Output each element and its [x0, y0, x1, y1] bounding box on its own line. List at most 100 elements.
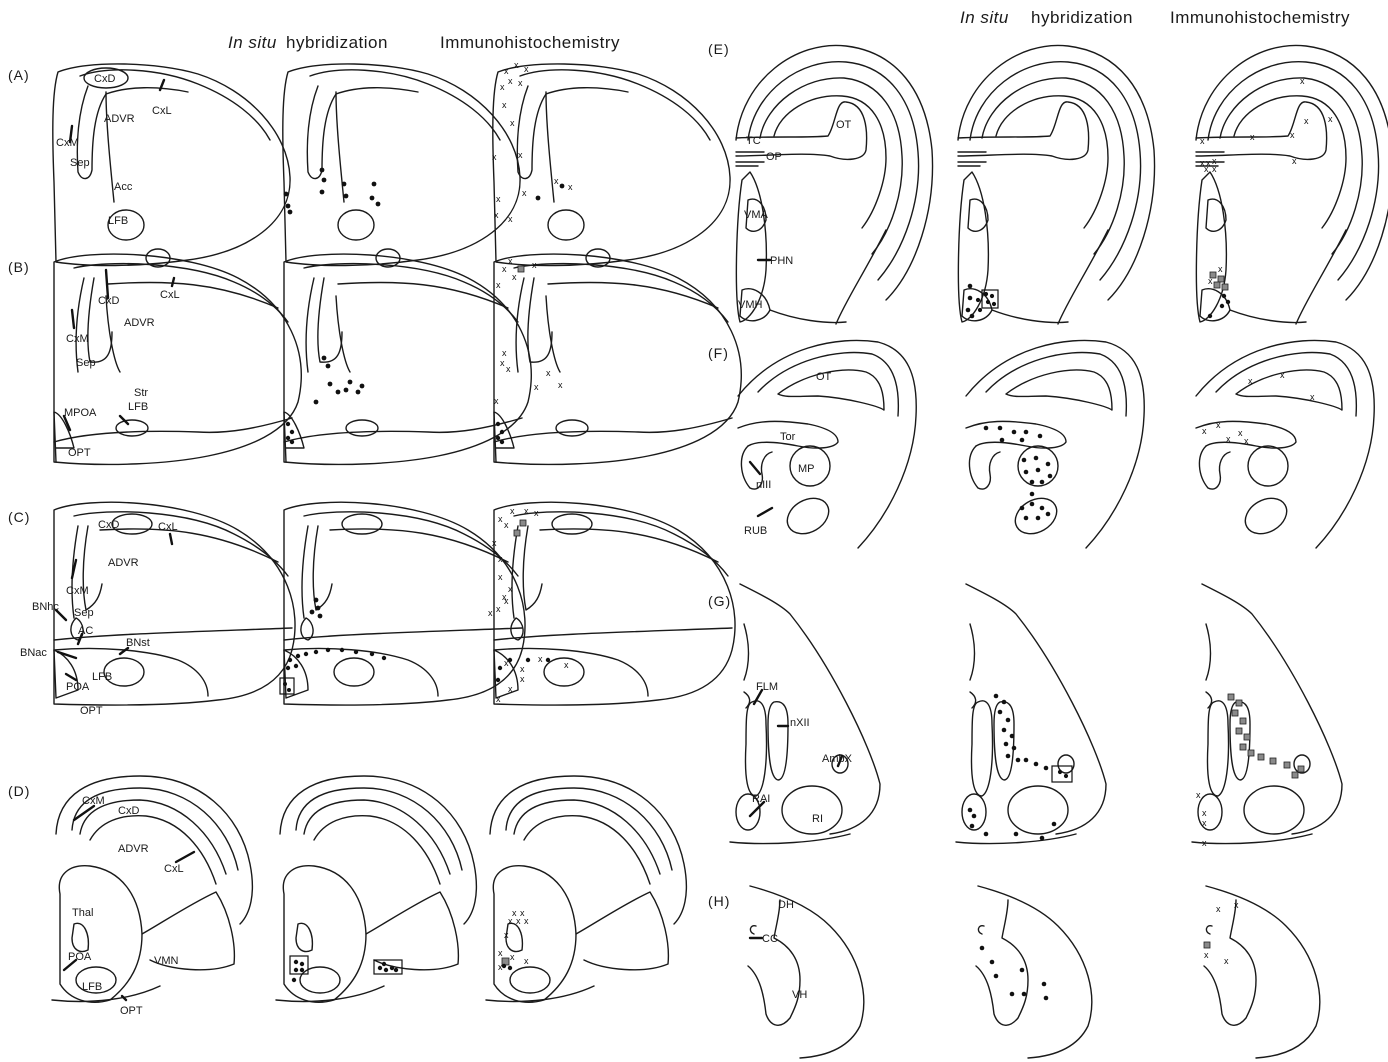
- square-marker: [1228, 694, 1234, 700]
- square-marker: [1222, 284, 1228, 290]
- dot-marker: [966, 308, 971, 313]
- region-label: CC: [762, 933, 778, 945]
- dot-marker: [496, 422, 500, 426]
- dot-marker: [976, 298, 980, 302]
- region-label: PHN: [770, 255, 793, 267]
- cross-marker: x: [538, 654, 543, 664]
- dot-marker: [560, 184, 565, 189]
- cross-marker: x: [506, 364, 511, 374]
- dot-marker: [1006, 718, 1011, 723]
- cross-marker: x: [502, 100, 507, 110]
- dot-marker: [990, 960, 995, 965]
- panel-C: (C) CxD CxL ADVR CxM BNhc Sep AC BNst BN…: [8, 502, 735, 717]
- dot-marker: [382, 656, 386, 660]
- dot-marker: [496, 678, 500, 682]
- dot-marker: [1048, 474, 1053, 479]
- dot-marker: [1010, 992, 1015, 997]
- square-marker: [520, 520, 526, 526]
- dot-marker: [390, 966, 394, 970]
- dot-marker: [326, 648, 330, 652]
- panel-label-D: (D): [8, 783, 30, 799]
- pointer-line: [172, 278, 174, 286]
- dot-marker: [288, 658, 292, 662]
- cross-marker: x: [568, 182, 573, 192]
- cross-marker: x: [510, 952, 515, 962]
- header-in-situ-right: In situ: [960, 8, 1009, 27]
- region-label: MP: [798, 463, 815, 475]
- square-marker: [1284, 762, 1290, 768]
- region-label: CxD: [94, 73, 115, 85]
- region-label: BNhc: [32, 601, 59, 613]
- dot-marker: [320, 190, 325, 195]
- dot-marker: [342, 182, 347, 187]
- dot-marker: [370, 652, 374, 656]
- cross-marker: x: [1204, 950, 1209, 960]
- dot-marker: [348, 380, 353, 385]
- dot-marker: [394, 968, 398, 972]
- cross-marker: x: [514, 60, 519, 70]
- region-label: ADVR: [124, 317, 155, 329]
- section-F-reference: OT Tor MP nIII RUB: [738, 340, 916, 548]
- dot-marker: [290, 430, 294, 434]
- cross-marker: x: [512, 272, 517, 282]
- region-label: VMN: [154, 955, 179, 967]
- dot-marker: [1020, 438, 1025, 443]
- dot-marker: [1040, 506, 1045, 511]
- region-label: OPT: [120, 1005, 143, 1017]
- dot-marker: [354, 650, 358, 654]
- header-in-situ-left: In situ: [228, 33, 277, 52]
- dot-marker: [328, 382, 333, 387]
- panel-label-E: (E): [708, 41, 730, 57]
- dot-marker: [500, 430, 504, 434]
- dot-marker: [1046, 512, 1051, 517]
- header-hybridization-left: hybridization: [286, 33, 388, 52]
- dot-marker: [286, 204, 291, 209]
- dot-marker: [968, 284, 973, 289]
- dot-marker: [1002, 728, 1007, 733]
- cross-marker: x: [524, 916, 529, 926]
- section-H-in-situ: [976, 886, 1092, 1058]
- region-label: CxM: [56, 137, 79, 149]
- dot-marker: [968, 808, 973, 813]
- section-F-in-situ: [966, 340, 1144, 548]
- cross-marker: x: [500, 82, 505, 92]
- dot-marker: [314, 598, 319, 603]
- cross-marker: x: [1300, 76, 1305, 86]
- region-label: POA: [66, 681, 90, 693]
- cross-marker: x: [1280, 370, 1285, 380]
- dot-marker: [526, 658, 530, 662]
- dot-marker: [498, 666, 502, 670]
- region-label: TC: [746, 135, 761, 147]
- panel-label-G: (G): [708, 593, 731, 609]
- header-immuno-left: Immunohistochemistry: [440, 33, 620, 52]
- cross-marker: x: [554, 176, 559, 186]
- cross-marker: x: [1304, 116, 1309, 126]
- square-marker: [1236, 728, 1242, 734]
- dot-marker: [1222, 294, 1226, 298]
- cross-marker: x: [492, 538, 497, 548]
- cross-marker: x: [496, 194, 501, 204]
- cross-marker: x: [534, 508, 539, 518]
- dot-marker: [286, 666, 290, 670]
- dot-marker: [992, 302, 996, 306]
- pointer-line: [170, 534, 172, 544]
- dot-marker: [968, 296, 973, 301]
- panel-label-B: (B): [8, 259, 30, 275]
- panel-H: (H) DH CC VH xx xx: [708, 886, 1320, 1058]
- dot-marker: [986, 300, 990, 304]
- cross-marker: x: [1250, 132, 1255, 142]
- dot-marker: [340, 648, 344, 652]
- square-marker: [1214, 282, 1220, 288]
- region-label: AC: [78, 625, 93, 637]
- cross-marker: x: [1292, 156, 1297, 166]
- cross-marker: x: [1208, 276, 1213, 286]
- cross-marker: x: [1224, 956, 1229, 966]
- region-label: BNac: [20, 647, 47, 659]
- region-label: LFB: [128, 401, 148, 413]
- cross-marker: x: [1202, 818, 1207, 828]
- dot-marker: [294, 664, 298, 668]
- dot-marker: [1000, 438, 1005, 443]
- dot-marker: [990, 294, 994, 298]
- dot-marker: [1024, 758, 1029, 763]
- region-label: Sep: [76, 357, 96, 369]
